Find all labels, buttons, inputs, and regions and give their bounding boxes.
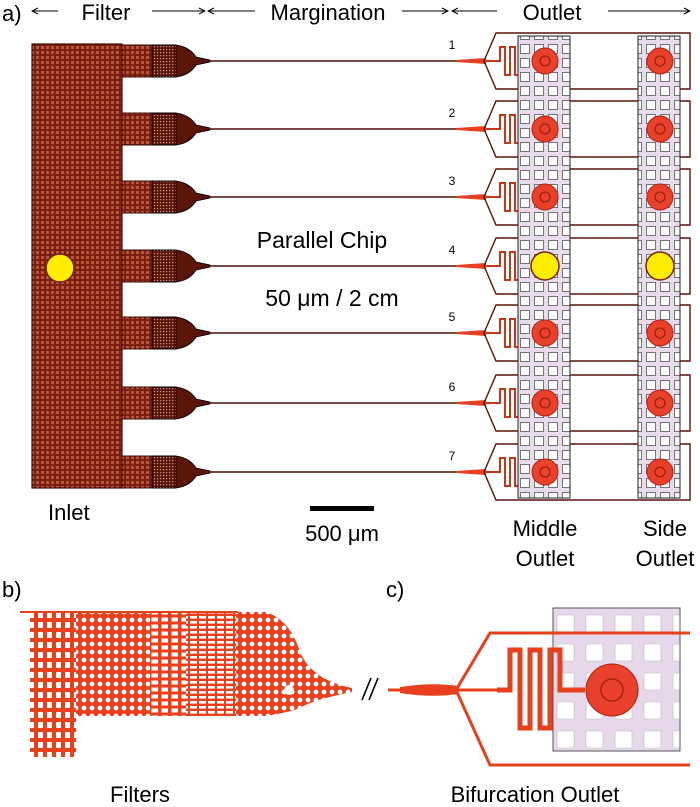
- channel-1: 1: [121, 32, 691, 90]
- section-outlet: Outlet: [523, 0, 582, 25]
- channel-number-3: 3: [449, 174, 456, 188]
- channel-number-1: 1: [449, 38, 456, 52]
- scale-bar: [310, 506, 374, 511]
- inlet-port: [45, 253, 75, 283]
- channel-2: 2: [121, 100, 691, 158]
- bifurcation-detail: [388, 607, 690, 767]
- channel-4: 4: [121, 237, 691, 295]
- middle-outlet-label-2: Outlet: [516, 546, 575, 571]
- break-mark: [361, 677, 379, 701]
- middle-outlet-port-highlight: [530, 251, 560, 281]
- chip-spec: 50 μm / 2 cm: [265, 285, 398, 311]
- outlet-ports-6: [531, 389, 674, 417]
- filters-caption: Filters: [110, 782, 170, 807]
- panel-b-label: b): [2, 577, 22, 602]
- bifurcation-caption: Bifurcation Outlet: [451, 782, 620, 807]
- outlet-ports-7: [531, 458, 674, 486]
- channel-number-4: 4: [449, 243, 456, 257]
- channel-number-5: 5: [449, 310, 456, 324]
- channel-7: 7: [121, 443, 691, 501]
- outlet-ports-2: [531, 115, 674, 143]
- outlet-ports-3: [531, 183, 674, 211]
- side-outlet-port-highlight: [645, 251, 675, 281]
- side-outlet-label-1: Side: [643, 516, 687, 541]
- filters-detail: [20, 611, 352, 757]
- scale-label: 500 μm: [305, 521, 379, 546]
- outlet-ports-1: [531, 47, 674, 75]
- panel-c-label: c): [386, 577, 404, 602]
- side-outlet-label-2: Outlet: [636, 546, 695, 571]
- channel-number-6: 6: [449, 380, 456, 394]
- inlet-label: Inlet: [48, 500, 90, 525]
- channel-5: 5: [121, 304, 691, 362]
- outlet-ports-5: [531, 319, 674, 347]
- channel-3: 3: [121, 168, 691, 226]
- section-margination: Margination: [271, 0, 386, 25]
- channel-number-2: 2: [449, 106, 456, 120]
- channel-number-7: 7: [449, 449, 456, 463]
- outlet-ports-4: [530, 251, 675, 281]
- chip-title: Parallel Chip: [257, 227, 387, 253]
- panel-a-label: a): [2, 1, 22, 26]
- middle-outlet-label-1: Middle: [513, 516, 578, 541]
- section-filter: Filter: [82, 0, 131, 25]
- channel-6: 6: [121, 374, 691, 432]
